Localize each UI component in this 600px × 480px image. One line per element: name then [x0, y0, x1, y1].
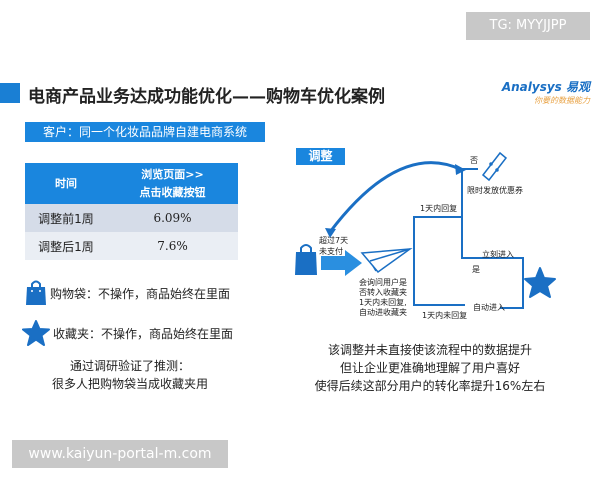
header-line2: 点击收藏按钮: [139, 185, 206, 199]
watermark-top: TG: MYYJJPP: [466, 12, 590, 40]
star-icon: [524, 267, 556, 298]
unpaid-label: 超过7天未支付: [319, 235, 348, 257]
ask-label: 会询问用户是 否转入收藏夹 1天内未回复, 自动进收藏夹: [359, 278, 407, 318]
row-label: 调整后1周: [25, 232, 107, 260]
conversion-table: 时间 浏览页面>> 点击收藏按钮 调整前1周 6.09% 调整后1周 7.6%: [25, 163, 238, 260]
legend-bag-text: 购物袋：不操作，商品始终在里面: [50, 286, 231, 301]
auto-enter-label: 自动进入: [473, 303, 505, 312]
ask-line: 自动进收藏夹: [359, 308, 407, 317]
shopping-bag-icon: [295, 244, 317, 275]
conclusion-line: 很多人把购物袋当成收藏夹用: [51, 377, 208, 391]
paper-plane-icon: [360, 248, 413, 274]
row-value: 7.6%: [107, 232, 238, 260]
unpaid-line: 超过7天: [319, 236, 349, 245]
bracket-lines: [413, 168, 524, 309]
curve-start-head: [455, 164, 466, 175]
ask-line: 1天内未回复,: [359, 298, 407, 307]
header-time: 时间: [25, 163, 107, 204]
legend-bag: 购物袋：不操作，商品始终在里面: [25, 280, 230, 306]
row-label: 调整前1周: [25, 204, 107, 232]
watermark-bottom: www.kaiyun-portal-m.com: [12, 440, 228, 468]
no-label: 否: [470, 156, 478, 165]
return-arrow-curve: [328, 161, 463, 233]
star-icon: [22, 320, 50, 346]
summary-line: 使得后续这部分用户的转化率提升16%左右: [314, 379, 546, 393]
summary: 该调整并未直接使该流程中的数据提升 但让企业更准确地理解了用户喜好 使得后续这部…: [295, 341, 565, 395]
yes-label: 是: [472, 265, 480, 274]
enter-now-label: 立刻进入: [482, 250, 514, 259]
logo-brand: Analysys 易观: [501, 80, 590, 94]
table-row: 调整后1周 7.6%: [25, 232, 238, 260]
legend-star-text: 收藏夹：不操作，商品始终在里面: [53, 326, 234, 341]
conclusion: 通过调研验证了推测： 很多人把购物袋当成收藏夹用: [20, 357, 240, 393]
return-arrow-head: [325, 228, 336, 238]
summary-line: 该调整并未直接使该流程中的数据提升: [327, 343, 532, 357]
shopping-bag-icon: [26, 280, 46, 305]
header-click-rate: 浏览页面>> 点击收藏按钮: [107, 163, 238, 204]
ask-line: 否转入收藏夹: [359, 288, 407, 297]
client-banner: 客户：同一个化妆品品牌自建电商系统: [25, 122, 265, 142]
coupon-label: 限时发放优惠券: [467, 186, 523, 195]
summary-line: 但让企业更准确地理解了用户喜好: [339, 361, 520, 375]
table-row: 调整前1周 6.09%: [25, 204, 238, 232]
logo-tagline: 你要的数据能力: [534, 96, 590, 105]
page-title: 电商产品业务达成功能优化——购物车优化案例: [28, 87, 385, 107]
header-line1: 浏览页面>>: [141, 167, 204, 181]
unpaid-line: 未支付: [319, 247, 343, 256]
legend-star: 收藏夹：不操作，商品始终在里面: [22, 320, 233, 346]
logo: Analysys 易观 你要的数据能力: [490, 78, 590, 106]
ask-line: 会询问用户是: [359, 278, 407, 287]
row-value: 6.09%: [107, 204, 238, 232]
big-arrow-icon: [321, 250, 362, 276]
conclusion-line: 通过调研验证了推测：: [69, 359, 190, 373]
no-reply-label: 1天内未回复: [422, 311, 468, 320]
reply-label: 1天内回复: [420, 204, 458, 213]
title-accent-bar: [0, 83, 20, 103]
coupon-icon: [481, 151, 508, 182]
adjustment-label: 调整: [296, 148, 345, 165]
